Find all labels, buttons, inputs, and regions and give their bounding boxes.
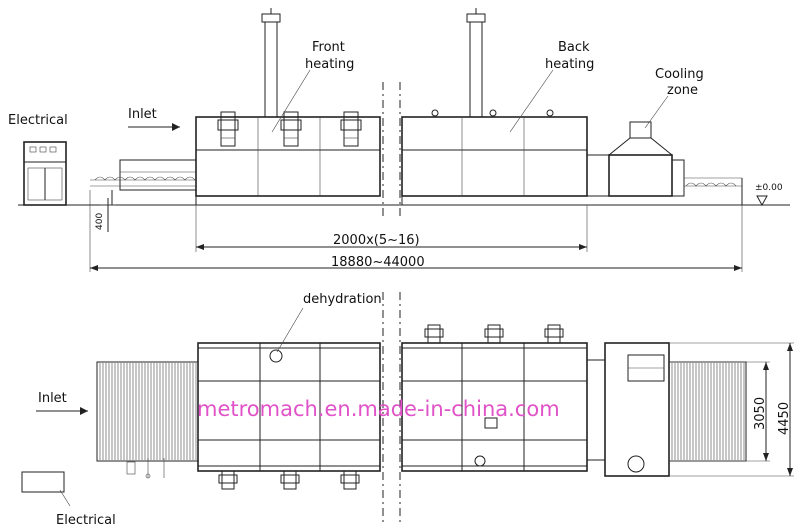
width-inner-dim-label: 3050 (753, 397, 768, 430)
height-dim-label: 400 (95, 213, 105, 230)
access-box-icon (484, 417, 498, 429)
level-triangle-icon (756, 195, 768, 207)
width-outer-dim-label: 4450 (777, 402, 792, 435)
cooling-zone-leader (644, 95, 669, 129)
elevation-view: Electrical Inlet (8, 8, 790, 272)
total-dim-label: 18880~44000 (331, 255, 425, 270)
height-dimension (100, 198, 116, 232)
infeed-conveyor (90, 159, 197, 205)
front-heating-leader (271, 69, 311, 133)
dehydration-label: dehydration (303, 292, 382, 307)
cooling-zone-label: Cooling (655, 67, 704, 82)
watermark: metromach.en.made-in-china.com (197, 397, 560, 421)
electrical-cabinet-plan (21, 471, 65, 493)
section-dim-label: 2000x(5~16) (333, 233, 420, 248)
control-devices (126, 458, 165, 479)
back-heating-label: Back (558, 40, 590, 55)
inlet-arrow-icon (36, 407, 88, 415)
back-heating-plan (401, 324, 588, 472)
burner-icon (340, 470, 360, 490)
conveyor-slats (99, 363, 197, 460)
burner-icon (484, 324, 504, 344)
level-mark: ±0.00 (755, 183, 783, 193)
front-heating-chamber (195, 8, 381, 205)
burner-icon (280, 111, 302, 147)
burner-icon (340, 111, 362, 147)
width-dimensions (669, 342, 794, 477)
front-heating-plan (197, 342, 381, 490)
front-heating-label-2: heating (305, 57, 354, 72)
section-dimension (195, 205, 588, 252)
port-icon (474, 455, 486, 467)
burner-icon (218, 470, 238, 490)
cooling-zone (586, 121, 743, 205)
electrical-leader (59, 489, 71, 507)
dehydration-port-icon (269, 349, 283, 363)
cooling-zone-label-2: zone (667, 83, 698, 98)
electrical-label: Electrical (8, 113, 68, 128)
total-dimension (89, 190, 743, 272)
dehydration-leader (276, 307, 304, 353)
burner-icon (217, 111, 239, 147)
front-heating-label: Front (312, 40, 345, 55)
inlet-arrow-icon (128, 123, 180, 131)
burner-icon (544, 324, 564, 344)
back-heating-chamber (401, 8, 588, 205)
inlet-label: Inlet (128, 107, 157, 122)
inlet-label-plan: Inlet (38, 391, 67, 406)
electrical-cabinet (23, 141, 67, 206)
burner-icon (280, 470, 300, 490)
back-heating-leader (509, 69, 554, 133)
infeed-conveyor-plan (96, 361, 199, 462)
back-heating-label-2: heating (545, 57, 594, 72)
cooling-section-plan (586, 342, 747, 477)
burner-icon (424, 324, 444, 344)
conveyor-slats (671, 363, 745, 460)
electrical-label-plan: Electrical (56, 513, 116, 528)
plan-view: dehydration (21, 292, 794, 528)
